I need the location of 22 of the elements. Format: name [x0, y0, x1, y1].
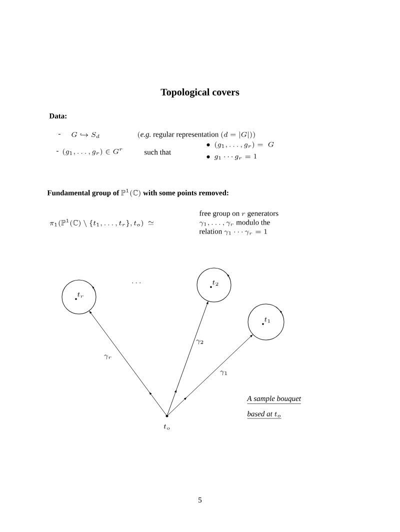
formula: $(g_1,\ldots,g_r)\in G^r$ — [63, 148, 122, 156]
arrow — [89, 310, 166, 416]
edge-label: $\gamma_2$ — [194, 338, 206, 346]
arrow — [167, 301, 208, 415]
edge-label: $\gamma_r$ — [102, 354, 114, 360]
title: Topological covers — [160, 88, 240, 98]
bullet: $\bullet$ — [206, 143, 210, 146]
edge-label: $\gamma_1$ — [218, 370, 230, 376]
formula: $\begin{array}{l}\mbox{free group on } r \mbox{ generators}\\ \gamma_1,\ldots,\gamma_r\mbox{ modulo the}\\ \mbox{relation }\gamma_1\cdots\gamma_r=1\end{array}$ — [199, 210, 278, 236]
base-point — [166, 414, 168, 418]
formula: $(g_1,\ldots,g_r) = \; G$ — [215, 142, 274, 148]
arrow — [168, 334, 253, 416]
bullet: $\bullet$ — [206, 155, 210, 158]
formula: $G \hookrightarrow S_d$ — [72, 132, 100, 138]
point-label: $t_o$ — [164, 424, 170, 430]
formula: $g_1\cdots g_r = 1$ — [214, 154, 257, 160]
section-heading: $\mbox{\bfseries Fundamental group of }\mathbb{P}^1(\mathbb{C})\mbox{\bfseries\ with some points removed:}$ — [47, 188, 228, 197]
ellipsis: $\cdots$ — [132, 282, 140, 284]
formula: $\simeq$ — [148, 221, 154, 225]
caption: $\mbox{based at }t_o$ — [247, 411, 282, 419]
formula: $\pi_1(\mathbb{P}^1(\mathbb{C})\setminus\{t_1,\ldots,t_r\},t_o)$ — [50, 218, 143, 227]
formula: $(\mbox{\itshape e.g.}\ \mbox{regular representation }(d=|G|))$ — [138, 132, 255, 138]
